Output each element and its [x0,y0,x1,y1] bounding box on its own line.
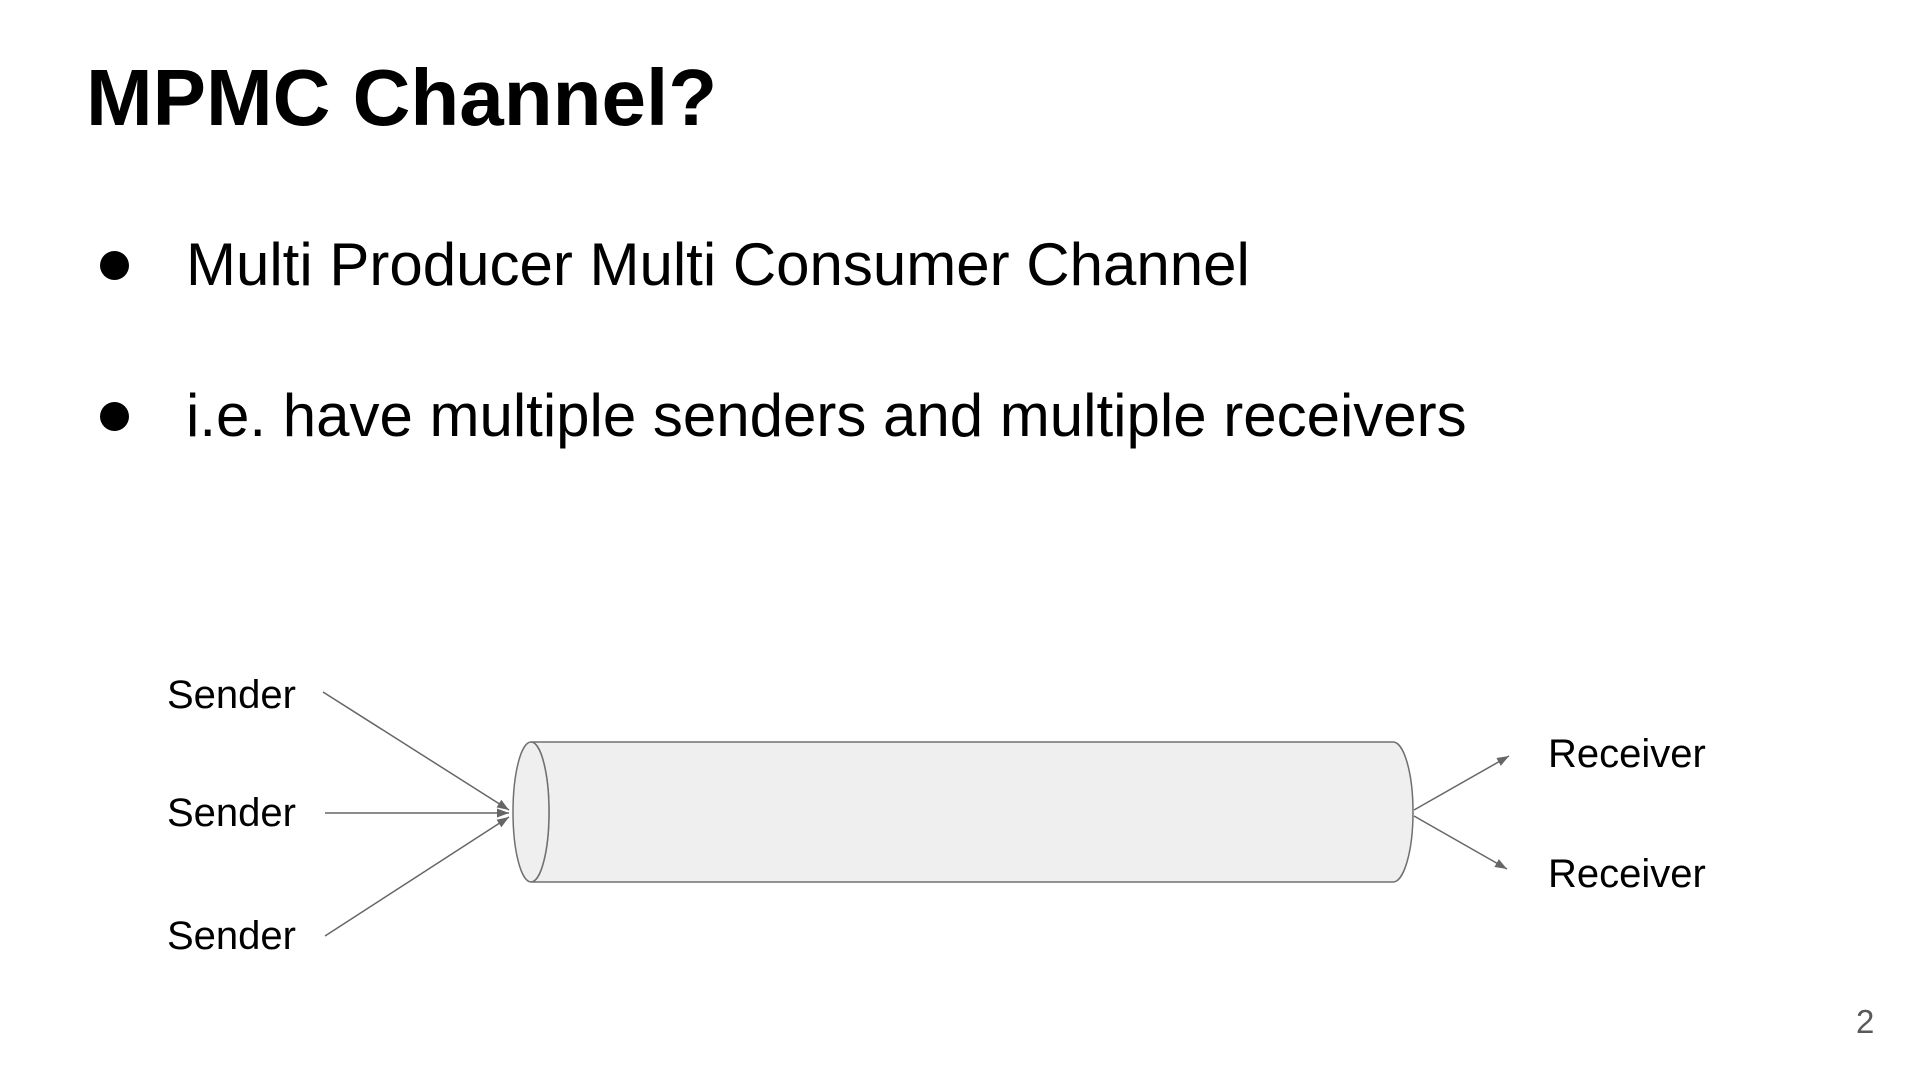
sender-arrow-1 [322,691,510,811]
page-number: 2 [1856,1003,1875,1040]
receiver-arrow-1 [1413,755,1510,811]
sender-arrow-3 [324,816,510,937]
bullet-item: i.e. have multiple senders and multiple … [100,383,1467,449]
bullet-item: Multi Producer Multi Consumer Channel [100,232,1250,298]
sender-label-3: Sender [167,914,296,958]
bullet-dot [100,401,129,431]
receiver-arrow-2 [1413,815,1508,870]
bullet-text: Multi Producer Multi Consumer Channel [186,231,1250,298]
bullet-text: i.e. have multiple senders and multiple … [186,382,1467,449]
channel-cylinder-body [530,741,1414,883]
bullet-dot [100,250,129,280]
receiver-label-1: Receiver [1548,732,1706,776]
sender-label-2: Sender [167,791,296,835]
sender-label-1: Sender [167,673,296,717]
slide-title: MPMC Channel? [86,53,718,142]
channel-cylinder-left-cap [512,741,550,883]
receiver-label-2: Receiver [1548,852,1706,896]
